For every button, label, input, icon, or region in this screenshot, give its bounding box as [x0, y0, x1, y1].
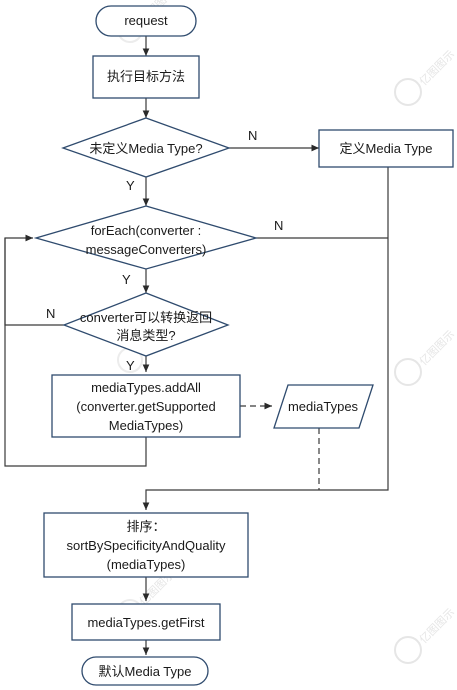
node-sort: 排序： sortBySpecificityAndQuality (mediaTy…	[43, 512, 249, 578]
node-media-types: mediaTypes	[273, 384, 374, 429]
node-sort-label-1: 排序：	[126, 519, 165, 534]
node-sort-label-2: sortBySpecificityAndQuality	[67, 538, 226, 553]
label-foreach-no: N	[274, 218, 283, 233]
node-cond-convert: converter可以转换返回 消息类型?	[62, 292, 230, 357]
node-foreach-label-2: messageConverters)	[86, 242, 207, 257]
node-request: request	[95, 5, 197, 37]
label-undefined-no: N	[248, 128, 257, 143]
node-add-all-label-1: mediaTypes.addAll	[91, 380, 201, 395]
node-cond-convert-label-1: converter可以转换返回	[80, 310, 212, 325]
watermark-logo: 亿图图示	[394, 328, 457, 386]
node-add-all-label-2: (converter.getSupported	[76, 399, 215, 414]
node-media-types-label: mediaTypes	[288, 399, 359, 414]
node-cond-undefined: 未定义Media Type?	[61, 117, 231, 178]
node-request-label: request	[124, 13, 168, 28]
node-cond-undefined-label: 未定义Media Type?	[89, 141, 202, 156]
node-exec-label: 执行目标方法	[107, 69, 185, 84]
watermark-text: 亿图图示	[417, 606, 457, 646]
node-add-all-label-3: MediaTypes)	[109, 418, 183, 433]
edges	[4, 36, 389, 655]
edge-define-to-sort	[142, 167, 389, 510]
node-foreach-label-1: forEach(converter :	[91, 223, 202, 238]
label-foreach-yes: Y	[122, 272, 131, 287]
node-cond-convert-label-2: 消息类型?	[116, 328, 175, 343]
label-convert-yes: Y	[126, 358, 135, 373]
watermark-text: 亿图图示	[417, 328, 457, 368]
node-define-type-label: 定义Media Type	[340, 141, 433, 156]
node-foreach: forEach(converter : messageConverters)	[33, 205, 259, 270]
watermark-logo: 亿图图示	[394, 606, 457, 664]
watermark-logo: 亿图图示	[394, 48, 457, 106]
edge-labels: N Y N Y N Y	[46, 128, 283, 373]
label-convert-no: N	[46, 306, 55, 321]
node-sort-label-3: (mediaTypes)	[107, 557, 186, 572]
node-define-type: 定义Media Type	[318, 129, 454, 168]
edge-addall-loop	[4, 238, 147, 467]
node-end: 默认Media Type	[81, 656, 209, 686]
node-exec: 执行目标方法	[92, 55, 200, 99]
node-get-first-label: mediaTypes.getFirst	[87, 615, 204, 630]
label-undefined-yes: Y	[126, 178, 135, 193]
node-get-first: mediaTypes.getFirst	[71, 603, 221, 641]
watermark-text: 亿图图示	[417, 48, 457, 88]
node-end-label: 默认Media Type	[99, 664, 192, 679]
node-add-all: mediaTypes.addAll (converter.getSupporte…	[51, 374, 241, 438]
